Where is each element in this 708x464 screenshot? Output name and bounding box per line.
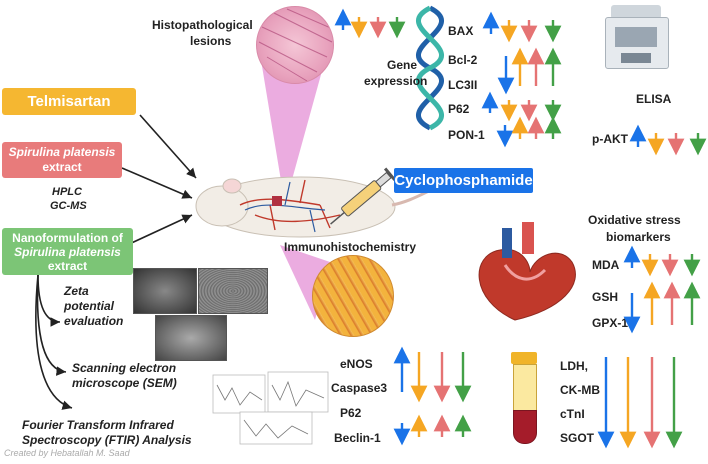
- nano-line3: extract: [47, 259, 88, 273]
- immunohistochemistry-label: Immunohistochemistry: [284, 240, 417, 254]
- credit-text: Created by Hebatallah M. Saad: [4, 448, 130, 458]
- elisa-machine-icon: [605, 5, 669, 71]
- sem-image-1: [133, 268, 197, 314]
- cardiac-label-sgot: SGOT: [560, 431, 595, 445]
- gene-label-bcl2: Bcl-2: [448, 53, 478, 67]
- gene-expression-label-2: expression: [364, 74, 428, 88]
- histology-zoom-cone: [258, 42, 330, 205]
- cardiac-label-ckmb: CK-MB: [560, 383, 600, 397]
- cardiac-label-ctni: cTnI: [560, 407, 585, 421]
- sem-image-2: [198, 268, 268, 314]
- spirulina-line2: extract: [42, 160, 82, 174]
- telmisartan-box: Telmisartan: [2, 88, 136, 115]
- gcms-label: GC-MS: [50, 200, 87, 212]
- histopathological-label-1: Histopathological: [152, 18, 253, 32]
- gene-label-p62: P62: [448, 102, 470, 116]
- sem-label-1: Scanning electron: [72, 361, 177, 375]
- spirulina-line1: Spirulina platensis: [8, 145, 116, 159]
- gene-expression-label-1: Gene: [387, 58, 418, 72]
- nano-line2: Spirulina platensis: [14, 245, 121, 259]
- pakt-label: p-AKT: [592, 132, 628, 146]
- histopathological-label-2: lesions: [190, 34, 232, 48]
- nano-line1: Nanoformulation of: [12, 231, 123, 245]
- oxidative-label-gpx1: GPX-1: [592, 316, 629, 330]
- immuno-label-caspase3: Caspase3: [331, 381, 388, 395]
- gene-label-lc3ii: LC3II: [448, 78, 478, 92]
- cardiac-label-ldh: LDH,: [560, 359, 588, 373]
- immuno-label-p62: P62: [340, 406, 362, 420]
- gene-label-bax: BAX: [448, 24, 474, 38]
- elisa-label: ELISA: [636, 92, 672, 106]
- oxidative-title-2: biomarkers: [606, 230, 671, 244]
- histology-circle-image: [256, 6, 334, 84]
- zeta-label-1: Zeta: [64, 284, 89, 298]
- nanoformulation-box: Nanoformulation of Spirulina platensis e…: [2, 228, 133, 275]
- ftir-label-2: Spectroscopy (FTIR) Analysis: [22, 433, 192, 447]
- cyclophosphamide-badge: Cyclophosphamide: [394, 168, 533, 193]
- ftir-label-1: Fourier Transform Infrared: [22, 418, 174, 432]
- zeta-label-2: potential: [64, 299, 114, 313]
- immuno-label-enos: eNOS: [340, 357, 373, 371]
- oxidative-label-gsh: GSH: [592, 290, 619, 304]
- immuno-label-beclin1: Beclin-1: [334, 431, 381, 445]
- oxidative-title-1: Oxidative stress: [588, 213, 681, 227]
- blood-tube-icon: [511, 352, 537, 444]
- sem-image-3: [155, 315, 227, 361]
- gene-label-pon1: PON-1: [448, 128, 485, 142]
- histology-texture: [258, 8, 333, 82]
- hplc-label: HPLC: [52, 186, 82, 198]
- zeta-label-3: evaluation: [64, 314, 124, 328]
- ihc-circle-image: [312, 255, 394, 337]
- sem-label-2: microscope (SEM): [72, 376, 177, 390]
- spirulina-extract-box: Spirulina platensis extract: [2, 142, 122, 178]
- oxidative-label-mda: MDA: [592, 258, 620, 272]
